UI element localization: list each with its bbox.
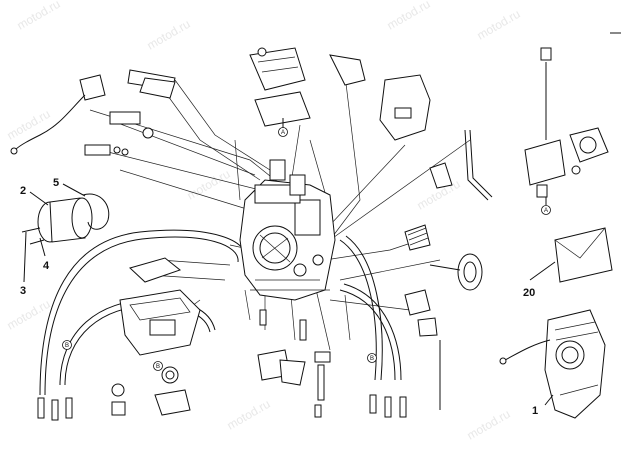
- circle-ref-b-right: B: [367, 353, 377, 363]
- bottom-parts: [257, 309, 331, 401]
- watermark: motod.ru: [5, 297, 53, 333]
- circle-ref-b-left: B: [62, 340, 72, 350]
- callout-2: 2: [20, 185, 26, 197]
- watermark: motod.ru: [475, 7, 523, 43]
- svg-text:A: A: [544, 208, 548, 214]
- watermark: motod.ru: [15, 0, 63, 33]
- watermark: motod.ru: [145, 17, 193, 53]
- circle-ref-a-top: A: [278, 127, 288, 137]
- right-mid-parts: [404, 129, 493, 410]
- watermark: motod.ru: [225, 397, 273, 433]
- throttle-linkage: [329, 54, 431, 141]
- cap-plugs: [37, 394, 407, 421]
- leader-lines: [23, 118, 556, 406]
- top-right-parts: [524, 47, 609, 198]
- callout-20: 20: [523, 287, 535, 299]
- watermark: motod.ru: [5, 107, 53, 143]
- left-small-parts: [10, 69, 176, 156]
- watermark: motod.ru: [385, 0, 433, 33]
- carburetor-body: [239, 159, 336, 301]
- carburetor-assembly: [499, 309, 606, 419]
- svg-text:B: B: [65, 343, 69, 349]
- callout-4: 4: [43, 260, 50, 272]
- callout-1: 1: [532, 405, 538, 417]
- circle-references: A A B B B: [62, 127, 551, 371]
- watermark: motod.ru: [465, 407, 513, 443]
- svg-text:B: B: [370, 356, 374, 362]
- float-bowl: [111, 257, 201, 416]
- callout-5: 5: [53, 177, 59, 189]
- callout-3: 3: [20, 285, 26, 297]
- svg-text:B: B: [156, 364, 160, 370]
- document-pouch: [554, 227, 613, 283]
- svg-text:A: A: [281, 130, 285, 136]
- circle-ref-b-mid: B: [153, 361, 163, 371]
- circle-ref-a-right: A: [541, 205, 551, 215]
- intake-boot: [21, 193, 110, 245]
- callout-numbers: 2 5 3 4 20 1: [20, 177, 538, 417]
- top-cover: [249, 47, 311, 127]
